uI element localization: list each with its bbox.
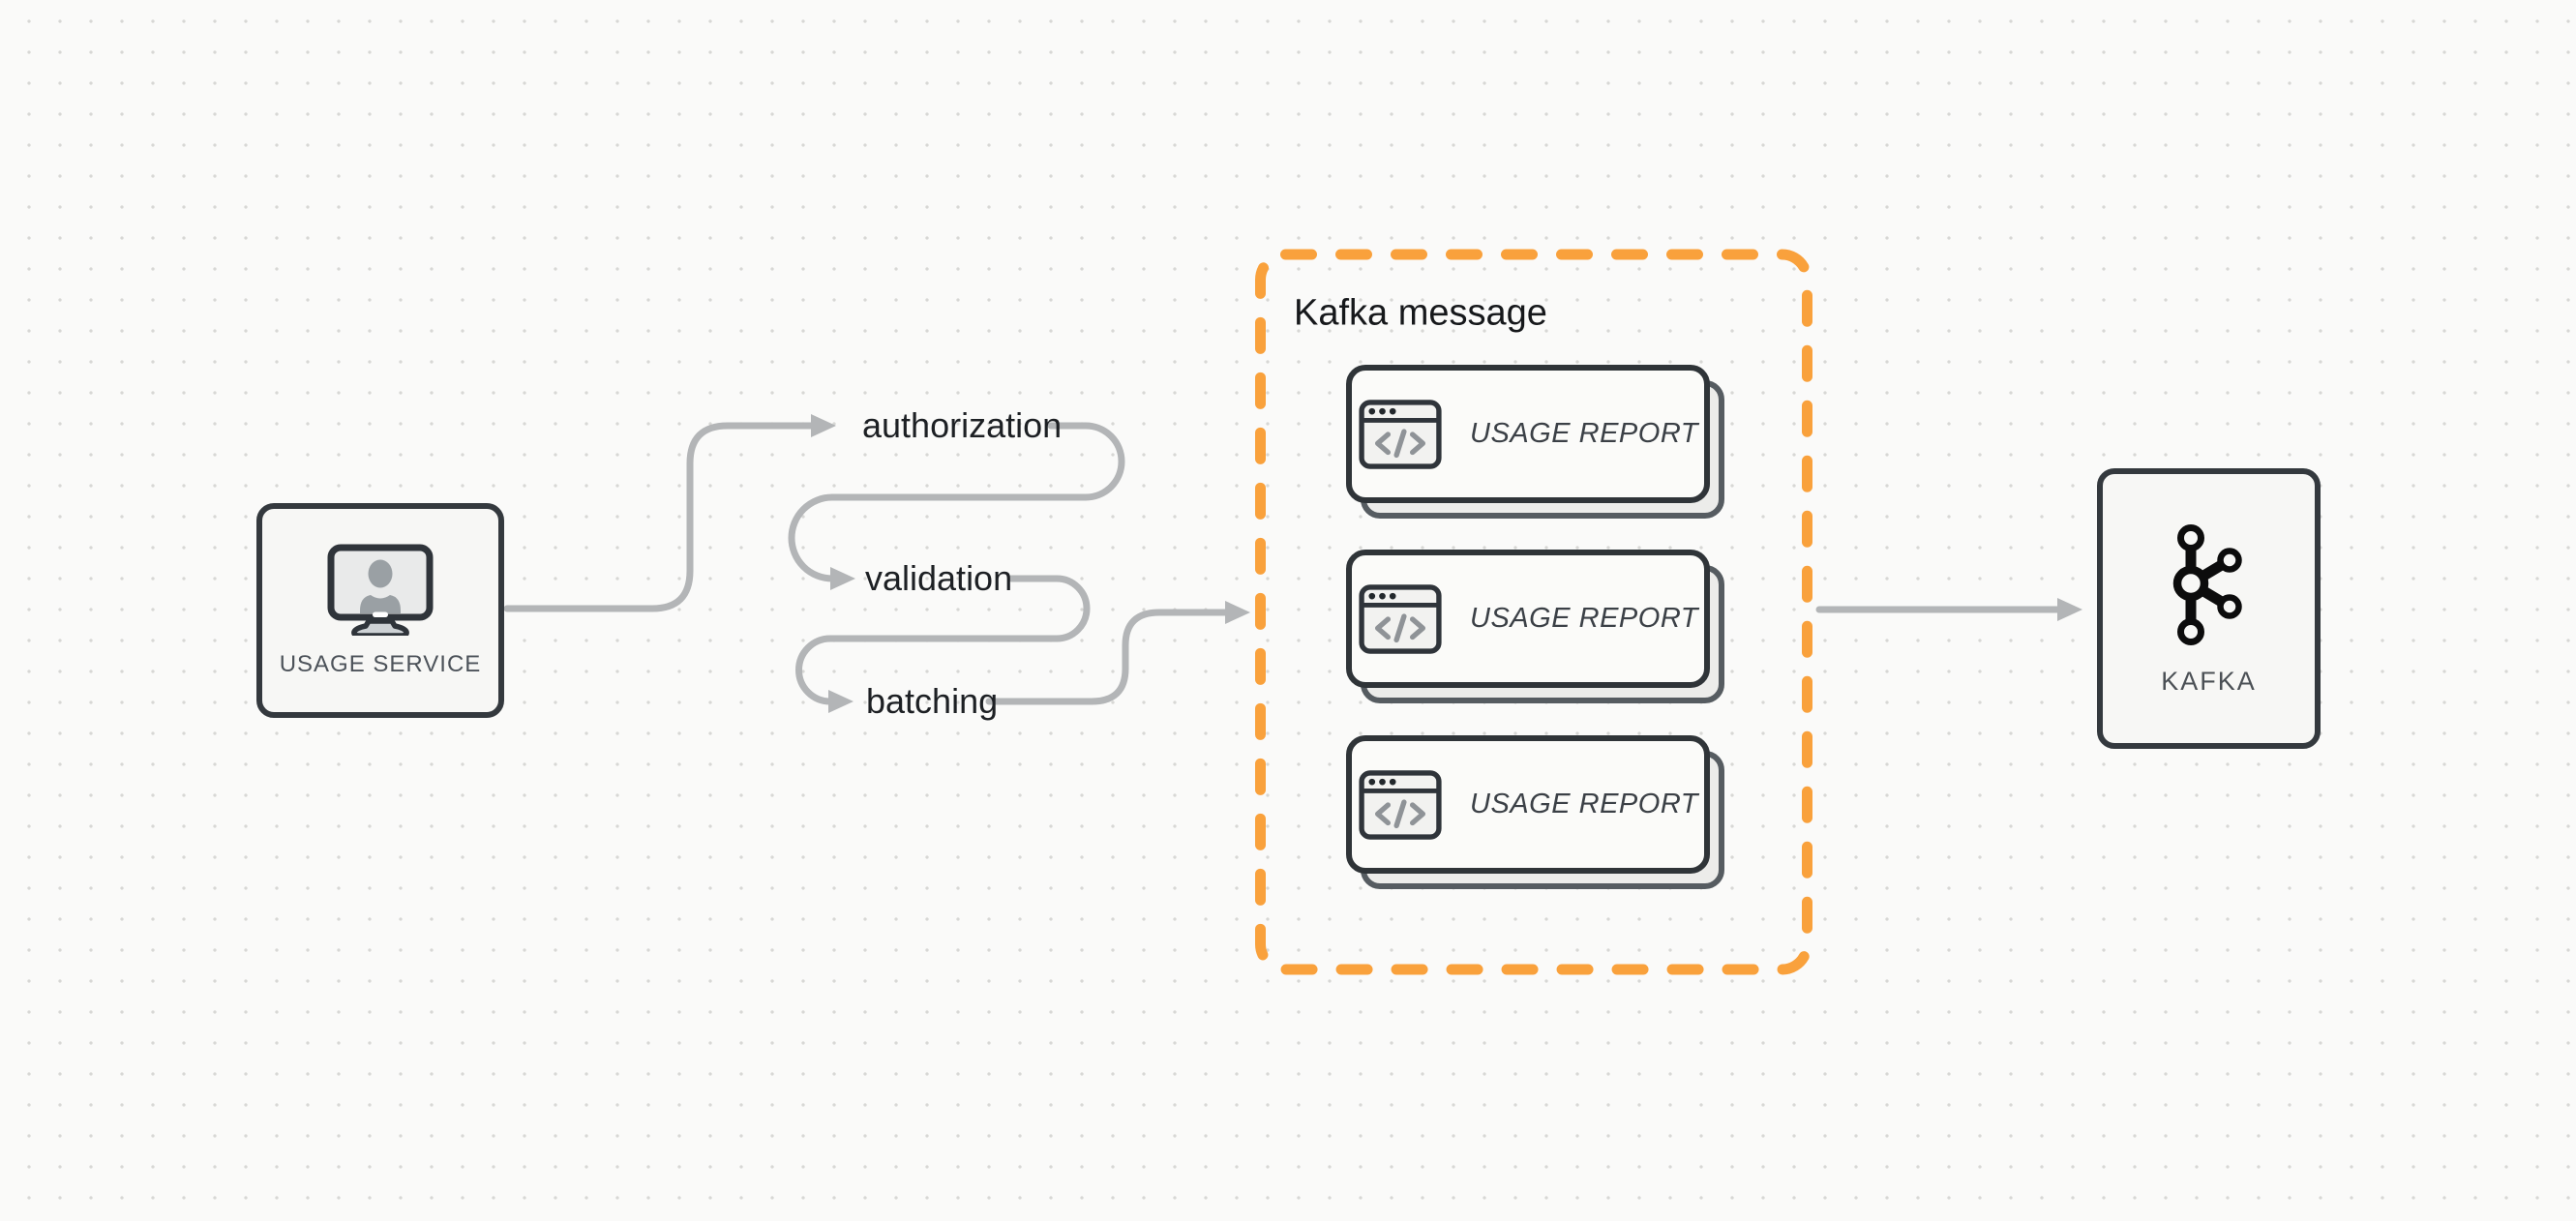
step-label-validation: validation [865,558,1013,599]
kafka-message-group-border [1255,249,1812,975]
code-window-icon [1359,399,1442,469]
usage-report-label: USAGE REPORT [1470,789,1698,819]
kafka-logo-icon [2172,524,2242,645]
monitor-user-icon [327,544,434,636]
step-label-authorization: authorization [862,405,1063,446]
arrow-usage-service-to-authorization [503,414,836,612]
node-usage-service: USAGE SERVICE [256,503,504,718]
usage-report-label: USAGE REPORT [1470,418,1698,449]
usage-report-card: USAGE REPORT [1346,550,1710,688]
usage-report-label: USAGE REPORT [1470,603,1698,634]
arrow-authorization-to-validation [788,422,1125,590]
kafka-label: KAFKA [2161,667,2257,696]
usage-report-card: USAGE REPORT [1346,365,1710,503]
kafka-message-group-title: Kafka message [1294,292,1547,334]
usage-report-card: USAGE REPORT [1346,735,1710,874]
code-window-icon [1359,583,1442,654]
node-kafka: KAFKA [2097,468,2321,749]
usage-service-label: USAGE SERVICE [279,651,482,677]
step-label-batching: batching [866,681,999,722]
code-window-icon [1359,769,1442,840]
arrow-batching-to-kafka-message [985,601,1250,705]
arrow-validation-to-batching [795,575,1091,713]
